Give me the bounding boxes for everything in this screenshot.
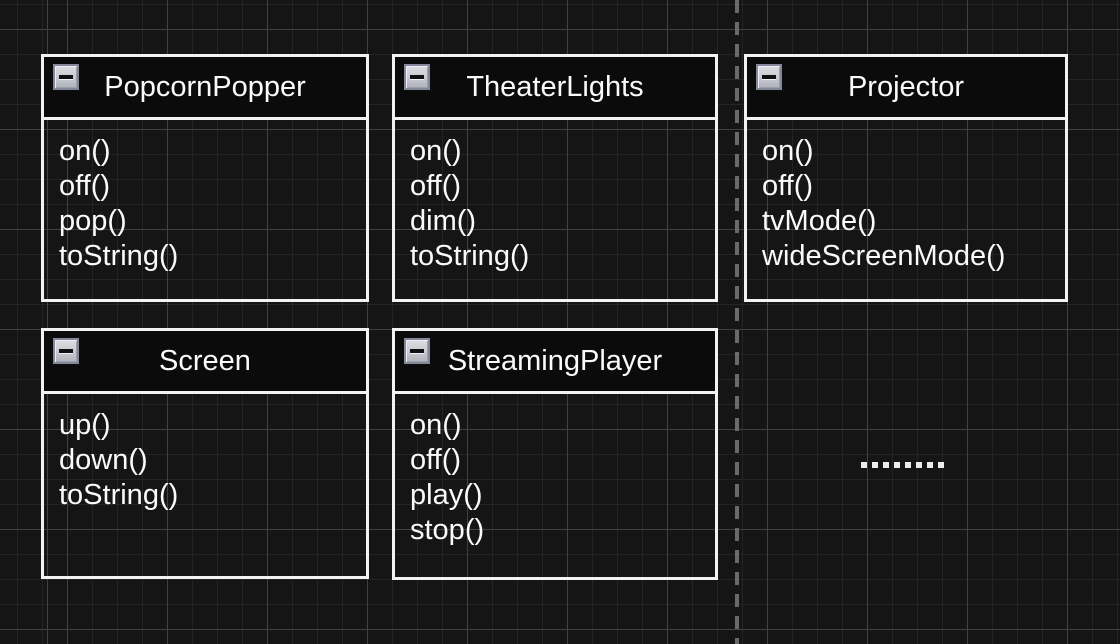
class-title: Screen bbox=[159, 344, 251, 377]
edge-dot bbox=[916, 462, 922, 468]
edge-dot bbox=[938, 462, 944, 468]
method-row: toString() bbox=[59, 240, 179, 272]
edge-dot bbox=[894, 462, 900, 468]
class-header: StreamingPlayer bbox=[395, 331, 715, 394]
collapse-button[interactable] bbox=[53, 338, 79, 364]
method-row: up() bbox=[59, 409, 111, 441]
method-row: stop() bbox=[410, 514, 485, 546]
minus-icon bbox=[410, 348, 424, 354]
methods-compartment: up() down() toString() bbox=[44, 394, 366, 513]
methods-compartment: on() off() pop() toString() bbox=[44, 120, 366, 278]
methods-compartment: on() off() dim() toString() bbox=[395, 120, 715, 278]
method-row: on() bbox=[410, 135, 462, 167]
collapse-button[interactable] bbox=[404, 338, 430, 364]
method-row: on() bbox=[59, 135, 111, 167]
edge-dot bbox=[927, 462, 933, 468]
class-header: Projector bbox=[747, 57, 1065, 120]
edge-dot bbox=[883, 462, 889, 468]
method-row: wideScreenMode() bbox=[762, 240, 1006, 272]
page-boundary-line bbox=[735, 0, 739, 644]
minus-icon bbox=[410, 74, 424, 80]
edge-dot bbox=[861, 462, 867, 468]
edge-dot bbox=[905, 462, 911, 468]
collapse-button[interactable] bbox=[756, 64, 782, 90]
method-row: on() bbox=[762, 135, 814, 167]
method-row: down() bbox=[59, 444, 148, 476]
method-row: toString() bbox=[410, 240, 530, 272]
class-title: StreamingPlayer bbox=[447, 344, 663, 377]
class-header: PopcornPopper bbox=[44, 57, 366, 120]
method-row: tvMode() bbox=[762, 205, 877, 237]
method-row: dim() bbox=[410, 205, 477, 237]
methods-compartment: on() off() tvMode() wideScreenMode() bbox=[747, 120, 1065, 278]
minus-icon bbox=[59, 348, 73, 354]
class-box-streamingplayer[interactable]: StreamingPlayer on() off() play() stop() bbox=[392, 328, 718, 580]
collapse-button[interactable] bbox=[53, 64, 79, 90]
method-row: on() bbox=[410, 409, 462, 441]
methods-compartment: on() off() play() stop() bbox=[395, 394, 715, 548]
method-row: off() bbox=[410, 444, 462, 476]
class-header: Screen bbox=[44, 331, 366, 394]
minus-icon bbox=[762, 74, 776, 80]
class-title: PopcornPopper bbox=[104, 70, 306, 103]
collapse-button[interactable] bbox=[404, 64, 430, 90]
dotted-edge[interactable] bbox=[861, 462, 944, 468]
method-row: pop() bbox=[59, 205, 127, 237]
method-row: toString() bbox=[59, 479, 179, 511]
class-title: TheaterLights bbox=[466, 70, 644, 103]
class-box-screen[interactable]: Screen up() down() toString() bbox=[41, 328, 369, 579]
method-row: off() bbox=[762, 170, 814, 202]
method-row: off() bbox=[59, 170, 111, 202]
minus-icon bbox=[59, 74, 73, 80]
class-box-popcornpopper[interactable]: PopcornPopper on() off() pop() toString(… bbox=[41, 54, 369, 302]
edge-dot bbox=[872, 462, 878, 468]
class-box-projector[interactable]: Projector on() off() tvMode() wideScreen… bbox=[744, 54, 1068, 302]
class-title: Projector bbox=[847, 70, 965, 103]
class-header: TheaterLights bbox=[395, 57, 715, 120]
class-box-theaterlights[interactable]: TheaterLights on() off() dim() toString(… bbox=[392, 54, 718, 302]
method-row: play() bbox=[410, 479, 483, 511]
method-row: off() bbox=[410, 170, 462, 202]
